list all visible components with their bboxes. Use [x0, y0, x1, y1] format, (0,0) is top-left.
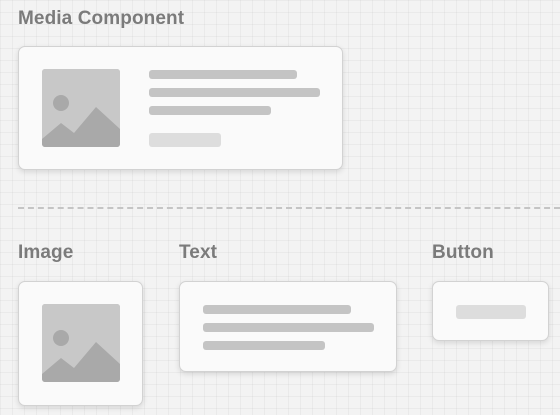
- button-part-card: [432, 281, 549, 341]
- text-label: Text: [179, 242, 218, 263]
- media-component-card: [18, 46, 343, 170]
- image-placeholder-icon: [42, 304, 120, 382]
- text-line-3: [203, 341, 325, 350]
- text-line-3: [149, 106, 271, 115]
- image-placeholder-icon: [42, 69, 120, 147]
- button-label: Button: [432, 242, 494, 263]
- text-part-card: [179, 281, 397, 372]
- button-placeholder: [456, 305, 526, 319]
- text-line-2: [203, 323, 374, 332]
- image-part-card: [18, 281, 143, 406]
- text-line-1: [149, 70, 297, 79]
- text-line-2: [149, 88, 320, 97]
- button-placeholder: [149, 133, 221, 147]
- image-label: Image: [18, 242, 74, 263]
- section-divider: [18, 207, 560, 209]
- media-component-title: Media Component: [18, 8, 185, 29]
- text-line-1: [203, 305, 351, 314]
